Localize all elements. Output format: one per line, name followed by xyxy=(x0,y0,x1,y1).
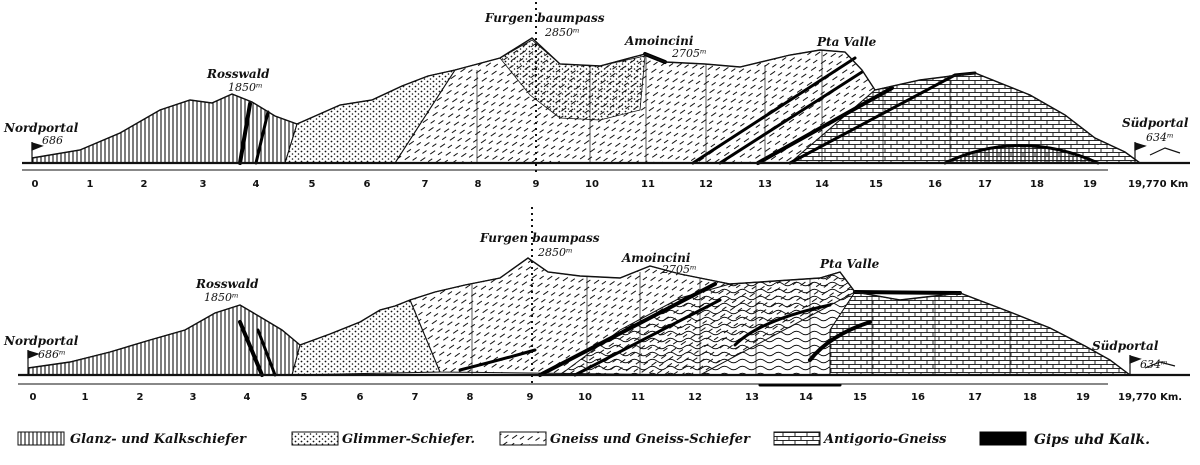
legend-label-antigorio: Antigorio-Gneiss xyxy=(822,432,947,447)
legend-item-gips: Gips uhd Kalk. xyxy=(979,431,1150,448)
legend-item-gneiss: Gneiss und Gneiss-Schiefer xyxy=(499,431,751,447)
bottom-gips-bands xyxy=(238,282,962,387)
bottom-terrain-outline xyxy=(27,257,1131,376)
bottom-nordportal-flag xyxy=(27,350,40,376)
top-km-10: 10 xyxy=(585,179,599,190)
top-terrain-outline xyxy=(31,37,1141,164)
top-km-1: 1 xyxy=(87,179,94,190)
bottom-km-gridlines xyxy=(471,272,1011,375)
top-label-sudportal: Südportal xyxy=(1122,116,1189,130)
bottom-km-4: 4 xyxy=(244,392,251,403)
bottom-label-sudportal-elev: 634ᵐ xyxy=(1140,358,1168,371)
top-sudportal-flag xyxy=(1134,142,1181,164)
bottom-km-17: 17 xyxy=(968,392,982,403)
bottom-km-18: 18 xyxy=(1023,392,1037,403)
top-km-14: 14 xyxy=(815,179,829,190)
bottom-km-3: 3 xyxy=(190,392,197,403)
top-km-0: 0 xyxy=(32,179,39,190)
top-km-18: 18 xyxy=(1030,179,1044,190)
legend-label-glanzschiefer: Glanz- und Kalkschiefer xyxy=(70,432,247,447)
bottom-km-9: 9 xyxy=(527,392,534,403)
bottom-km-12: 12 xyxy=(688,392,702,403)
top-km-19: 19 xyxy=(1083,179,1097,190)
bottom-km-8: 8 xyxy=(467,392,474,403)
bottom-km-10: 10 xyxy=(578,392,592,403)
top-label-amoincini-elev: 2705ᵐ xyxy=(671,47,707,60)
top-label-amoincini: Amoincini xyxy=(624,34,694,48)
top-km-ticks: 0 1 2 3 4 5 6 7 8 9 10 11 12 13 14 15 16… xyxy=(32,179,1189,190)
legend: Glanz- und Kalkschiefer Glimmer-Schiefer… xyxy=(17,431,1150,448)
legend-item-glimmer: Glimmer-Schiefer. xyxy=(291,431,475,447)
top-km-5: 5 xyxy=(309,179,316,190)
top-label-furgen: Furgen baumpass xyxy=(484,11,605,25)
top-label-nordportal-elev: 686 xyxy=(42,134,63,147)
top-label-pta-valle: Pta Valle xyxy=(816,35,877,49)
bottom-label-amoincini: Amoincini xyxy=(621,251,691,265)
top-km-3: 3 xyxy=(200,179,207,190)
top-label-furgen-elev: 2850ᵐ xyxy=(544,26,580,39)
bottom-label-furgen-elev: 2850ᵐ xyxy=(537,246,573,259)
profile-bottom: Nordportal 686ᵐ Rosswald 1850ᵐ Furgen ba… xyxy=(3,207,1190,403)
top-km-9: 9 xyxy=(533,179,540,190)
top-km-4: 4 xyxy=(253,179,260,190)
bottom-layer-antigorio xyxy=(829,291,1132,376)
bottom-km-2: 2 xyxy=(137,392,144,403)
legend-swatch-antigorio xyxy=(773,431,821,446)
legend-swatch-glimmer xyxy=(291,431,339,446)
bottom-km-15: 15 xyxy=(853,392,867,403)
top-km-11: 11 xyxy=(641,179,655,190)
bottom-km-11: 11 xyxy=(631,392,645,403)
bottom-label-rosswald-elev: 1850ᵐ xyxy=(204,291,239,304)
top-label-nordportal: Nordportal xyxy=(3,121,79,135)
bottom-km-1: 1 xyxy=(82,392,89,403)
legend-swatch-gips xyxy=(979,431,1027,446)
top-km-gridlines xyxy=(476,50,1018,163)
top-km-16: 16 xyxy=(928,179,942,190)
legend-item-antigorio: Antigorio-Gneiss xyxy=(773,431,947,447)
bottom-label-nordportal-elev: 686ᵐ xyxy=(38,348,66,361)
legend-label-gips: Gips uhd Kalk. xyxy=(1034,432,1150,448)
bottom-km-16: 16 xyxy=(911,392,925,403)
bottom-label-amoincini-elev: 2705ᵐ xyxy=(661,263,697,276)
top-fold-trough xyxy=(499,39,646,121)
bottom-label-sudportal: Südportal xyxy=(1092,339,1159,353)
top-km-2: 2 xyxy=(141,179,148,190)
top-km-6: 6 xyxy=(364,179,371,190)
bottom-label-furgen: Furgen baumpass xyxy=(479,231,600,245)
top-label-rosswald-elev: 1850ᵐ xyxy=(228,81,263,94)
bottom-km-end: 19,770 Km. xyxy=(1118,392,1182,403)
bottom-km-19: 19 xyxy=(1076,392,1090,403)
top-km-8: 8 xyxy=(475,179,482,190)
bottom-km-6: 6 xyxy=(357,392,364,403)
legend-swatch-gneiss xyxy=(499,431,547,446)
legend-swatch-glanzschiefer xyxy=(17,431,65,446)
top-label-sudportal-elev: 634ᵐ xyxy=(1146,131,1174,144)
top-km-7: 7 xyxy=(422,179,429,190)
bottom-label-pta-valle: Pta Valle xyxy=(819,257,880,271)
legend-label-glimmer: Glimmer-Schiefer. xyxy=(342,432,475,447)
top-nordportal-flag xyxy=(31,142,44,164)
profile-bottom-strata xyxy=(27,257,1132,387)
top-km-end: 19,770 Km xyxy=(1128,179,1188,190)
bottom-km-0: 0 xyxy=(30,392,37,403)
top-km-13: 13 xyxy=(758,179,772,190)
legend-item-glanzschiefer: Glanz- und Kalkschiefer xyxy=(17,431,247,447)
profile-top-strata xyxy=(31,37,1142,165)
top-km-17: 17 xyxy=(978,179,992,190)
bottom-km-7: 7 xyxy=(412,392,419,403)
bottom-label-nordportal: Nordportal xyxy=(3,334,79,348)
bottom-sudportal-flag xyxy=(1129,355,1176,376)
bottom-km-ticks: 0 1 2 3 4 5 6 7 8 9 10 11 12 13 14 15 16… xyxy=(30,392,1183,403)
top-km-12: 12 xyxy=(699,179,713,190)
profile-top: Nordportal 686 Rosswald 1850ᵐ Furgen bau… xyxy=(3,2,1190,190)
top-label-rosswald: Rosswald xyxy=(206,67,270,81)
bottom-label-rosswald: Rosswald xyxy=(195,277,259,291)
bottom-km-13: 13 xyxy=(745,392,759,403)
legend-label-gneiss: Gneiss und Gneiss-Schiefer xyxy=(550,432,751,447)
bottom-km-5: 5 xyxy=(301,392,308,403)
bottom-km-14: 14 xyxy=(799,392,813,403)
top-km-15: 15 xyxy=(869,179,883,190)
